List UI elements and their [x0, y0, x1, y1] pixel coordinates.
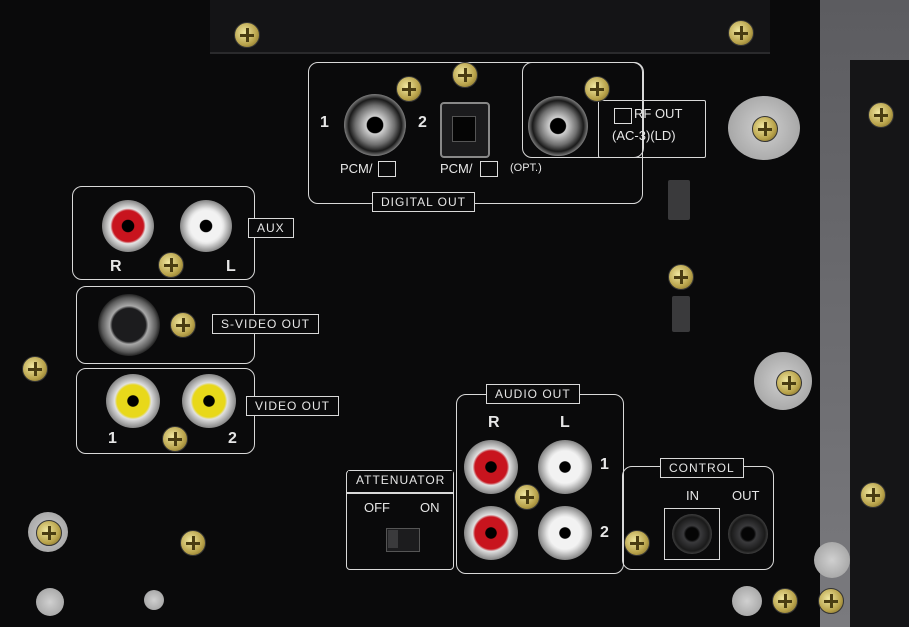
- digital-jack1-number: 1: [320, 114, 329, 131]
- audio-out-2-left-jack[interactable]: [538, 506, 592, 560]
- svideo-out-jack[interactable]: [98, 294, 160, 356]
- attenuator-on-label: ON: [420, 500, 440, 515]
- audio-out-label: AUDIO OUT: [486, 384, 580, 404]
- optical-inner: [452, 116, 476, 142]
- screw-icon: [624, 530, 650, 556]
- washer-bottom-1: [36, 588, 64, 616]
- coax-label: PCM/: [340, 161, 373, 176]
- audio-out-2-right-jack[interactable]: [464, 506, 518, 560]
- dolby-icon-1: [378, 161, 396, 177]
- video-out-jack-2[interactable]: [182, 374, 236, 428]
- screw-icon: [868, 102, 894, 128]
- rf-label-box: [598, 100, 706, 158]
- attenuator-off-label: OFF: [364, 500, 390, 515]
- screw-icon: [452, 62, 478, 88]
- slot-mid: [672, 296, 690, 332]
- aux-left-label: L: [226, 258, 236, 275]
- aux-right-jack[interactable]: [102, 200, 154, 252]
- aux-label: AUX: [248, 218, 294, 238]
- svideo-label: S-VIDEO OUT: [212, 314, 320, 334]
- coax-digital-jack[interactable]: [344, 94, 406, 156]
- audio-out-1-left-jack[interactable]: [538, 440, 592, 494]
- attenuator-label: ATTENUATOR: [348, 471, 454, 489]
- rf-out-label: RF OUT: [634, 106, 683, 121]
- control-out-jack[interactable]: [728, 514, 768, 554]
- digital-out-label: DIGITAL OUT: [372, 192, 476, 212]
- screw-icon: [514, 484, 540, 510]
- attenuator-switch-knob: [388, 530, 398, 548]
- screw-icon: [234, 22, 260, 48]
- rf-out-jack[interactable]: [528, 96, 588, 156]
- screw-icon: [170, 312, 196, 338]
- screw-icon: [158, 252, 184, 278]
- dolby-icon-2: [480, 161, 498, 177]
- video-out-label: VIDEO OUT: [246, 396, 340, 416]
- aux-right-label: R: [110, 258, 122, 275]
- audio-row1-label: 1: [600, 456, 609, 473]
- rf-out-box: [522, 62, 644, 158]
- screw-icon: [396, 76, 422, 102]
- screw-icon: [772, 588, 798, 614]
- control-in-frame: [664, 508, 720, 560]
- screw-icon: [728, 20, 754, 46]
- washer-bottom-2: [144, 590, 164, 610]
- screw-icon: [584, 76, 610, 102]
- control-out-label: OUT: [732, 488, 760, 503]
- washer-bottom-3: [732, 586, 762, 616]
- control-in-label: IN: [686, 488, 699, 503]
- opt-suffix: (OPT.): [510, 162, 542, 174]
- control-in-jack[interactable]: [672, 514, 712, 554]
- video-out-jack-1[interactable]: [106, 374, 160, 428]
- screw-icon: [668, 264, 694, 290]
- slot-top: [668, 180, 690, 220]
- audio-left-label: L: [560, 414, 570, 431]
- dolby-icon-3: [614, 108, 632, 124]
- screw-icon: [752, 116, 778, 142]
- top-strip: [210, 0, 770, 54]
- opt-label: PCM/: [440, 161, 473, 176]
- digital-out-box: [308, 62, 643, 204]
- control-label: CONTROL: [660, 458, 744, 478]
- screw-icon: [860, 482, 886, 508]
- rf-out-sub: (AC-3)(LD): [612, 128, 676, 143]
- video-out-2-label: 2: [228, 430, 237, 447]
- aux-left-jack[interactable]: [180, 200, 232, 252]
- screw-icon: [818, 588, 844, 614]
- attenuator-underline: [346, 492, 454, 494]
- audio-out-1-right-jack[interactable]: [464, 440, 518, 494]
- screw-icon: [36, 520, 62, 546]
- audio-right-label: R: [488, 414, 500, 431]
- washer-bottom-4: [814, 542, 850, 578]
- screw-icon: [776, 370, 802, 396]
- audio-row2-label: 2: [600, 524, 609, 541]
- screw-icon: [162, 426, 188, 452]
- attenuator-box: [346, 470, 454, 570]
- video-out-1-label: 1: [108, 430, 117, 447]
- digital-jack2-number: 2: [418, 114, 427, 131]
- screw-icon: [180, 530, 206, 556]
- screw-icon: [22, 356, 48, 382]
- side-panel: [850, 60, 909, 627]
